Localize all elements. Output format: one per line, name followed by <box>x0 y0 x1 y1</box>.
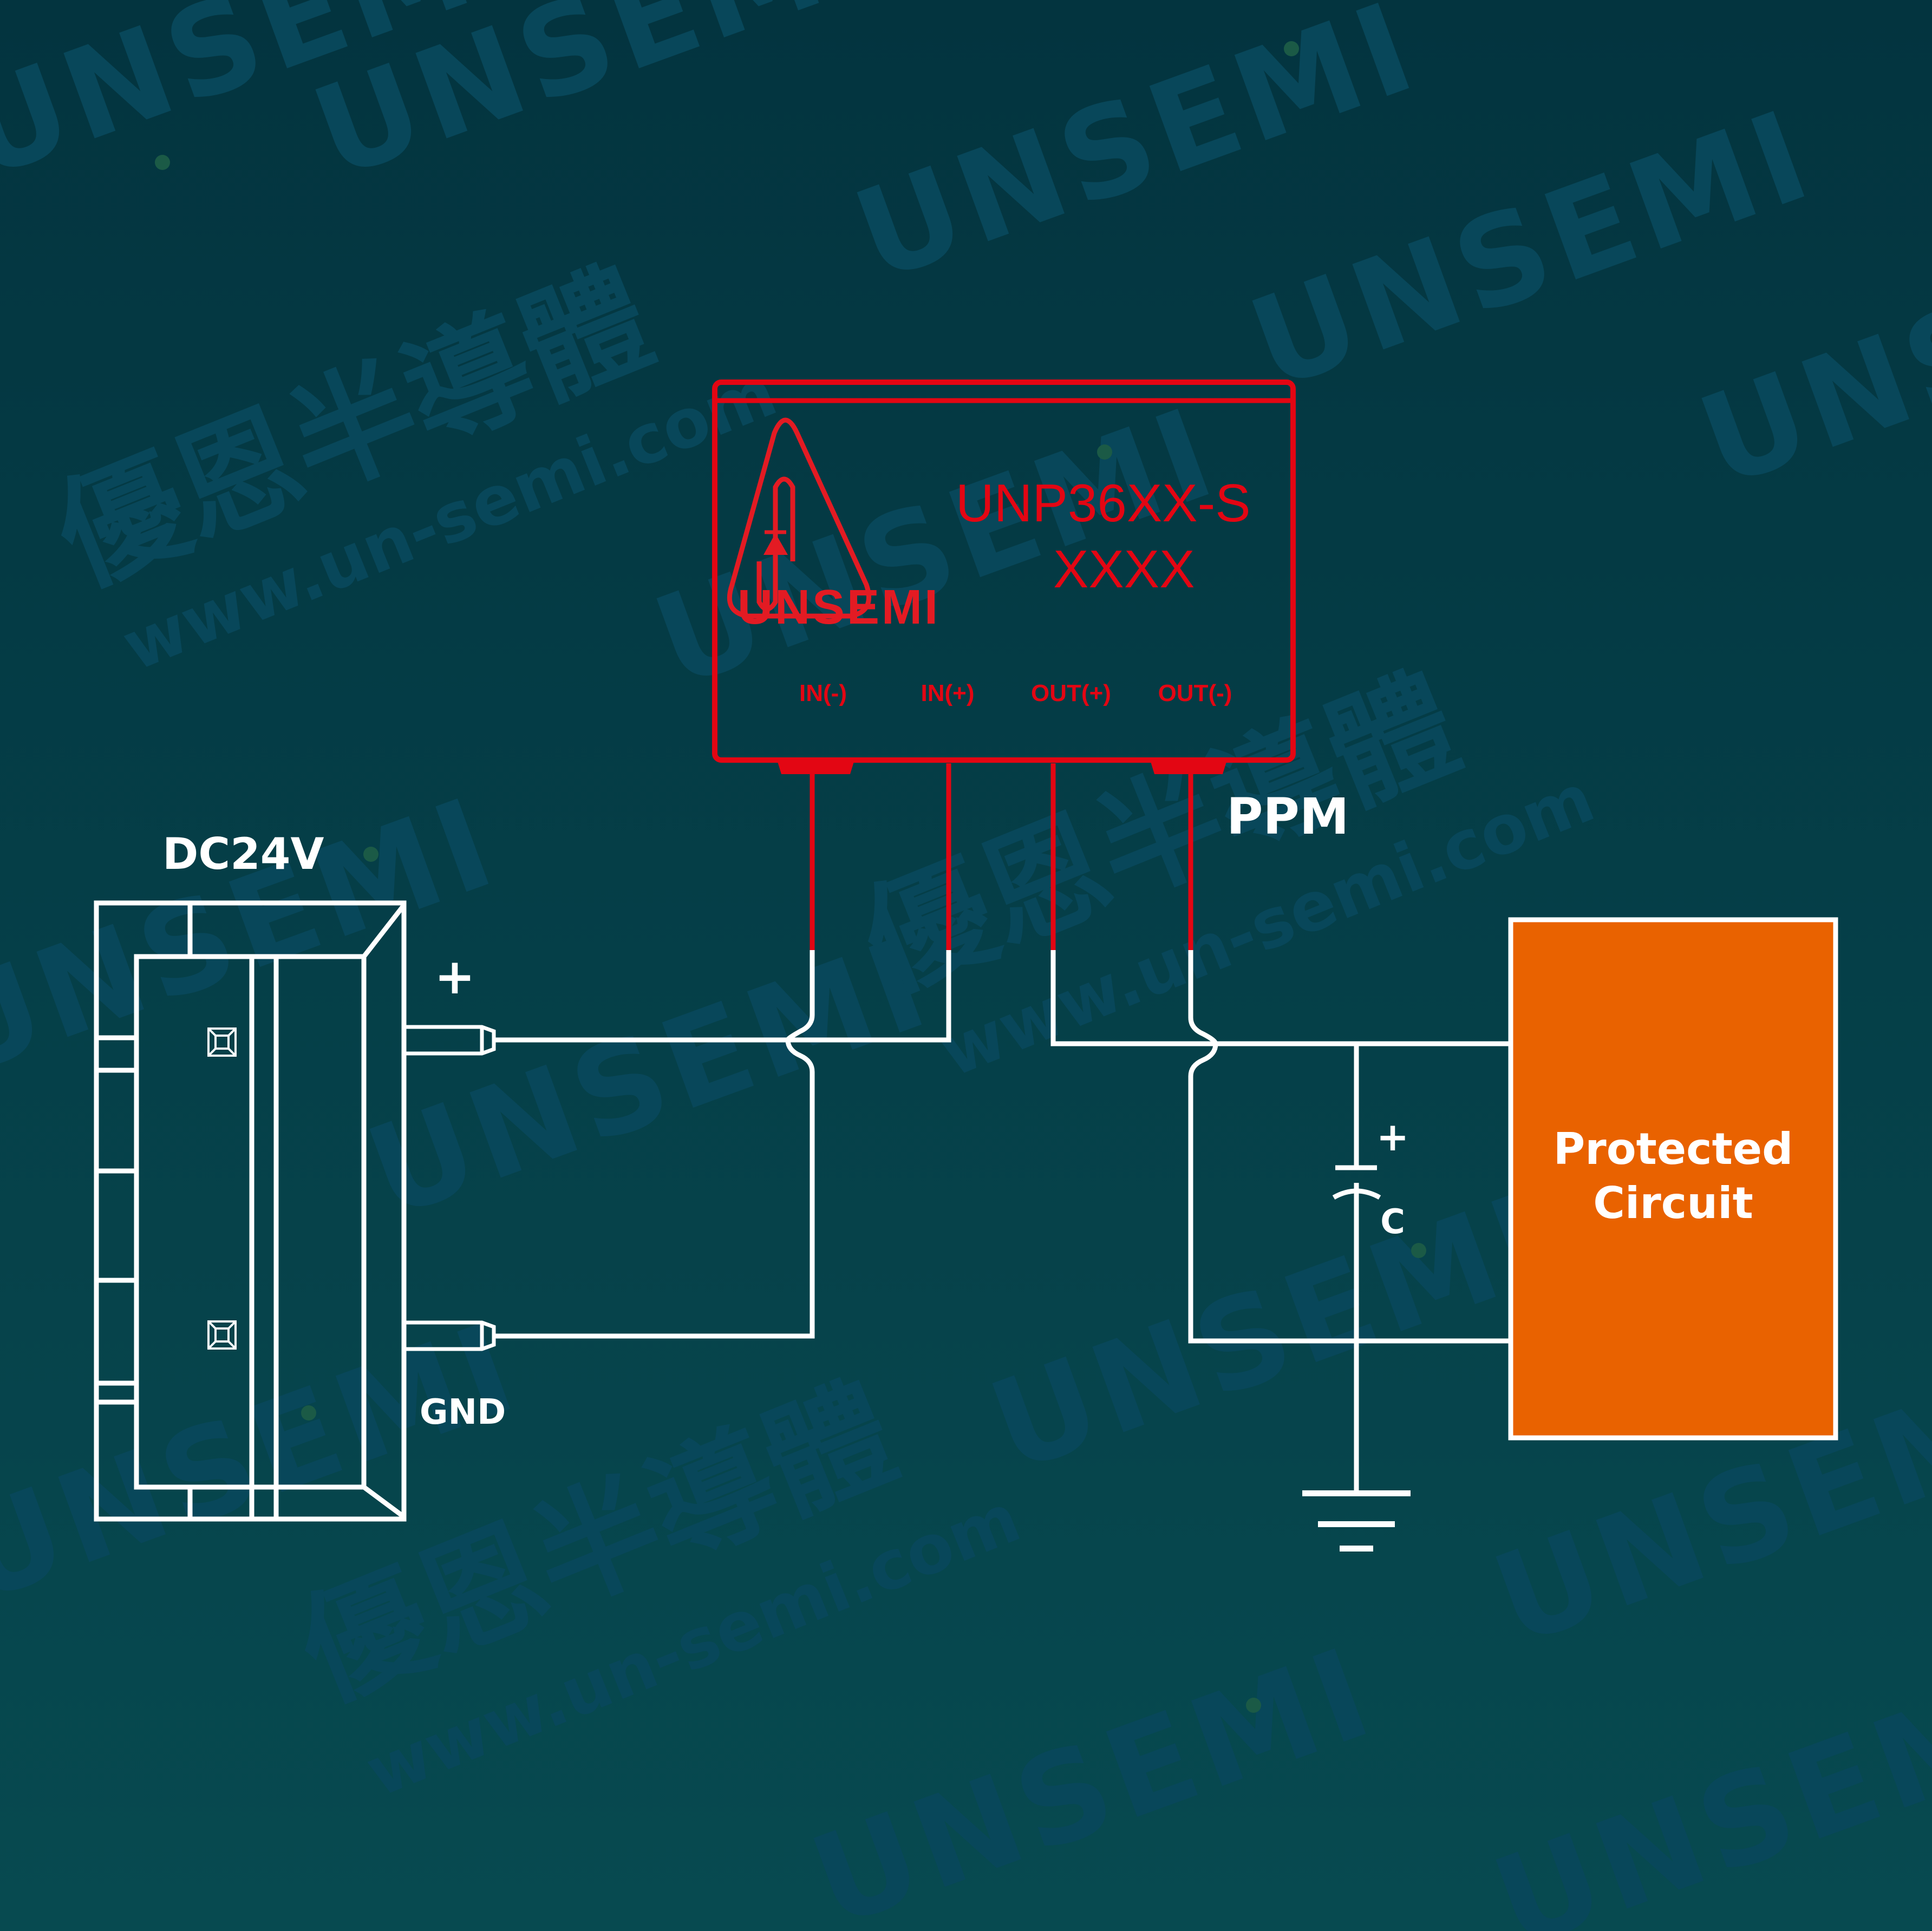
chip-brand: UNSEMI <box>737 580 940 634</box>
ground-label: GND <box>420 1392 506 1432</box>
pin-label-in-plus: IN(+) <box>921 680 975 706</box>
protected-circuit-label-line1: Protected <box>1554 1124 1793 1174</box>
wire-out-minus-to-load <box>1188 950 1512 1344</box>
watermark-dot <box>1097 444 1112 460</box>
watermark-brand: UNSEMI <box>973 1166 1570 1501</box>
watermark-dot <box>1411 1243 1426 1258</box>
protected-circuit-label-line2: Circuit <box>1593 1178 1753 1228</box>
pin-label-out-plus: OUT(+) <box>1031 680 1111 706</box>
wires <box>494 950 1512 1492</box>
source-voltage-label: DC24V <box>162 829 324 879</box>
wire-positive-to-in-plus <box>494 950 951 1043</box>
watermark-brand: UNSEMI <box>794 1620 1392 1931</box>
watermark-dot <box>1246 1698 1261 1713</box>
chip-type-label: PPM <box>1226 788 1349 846</box>
ground-icon <box>1302 1490 1411 1552</box>
capacitor-polarity: + <box>1376 1114 1409 1160</box>
wire-out-plus-to-load <box>1050 950 1512 1046</box>
wire-in-minus-to-gnd <box>494 950 815 1339</box>
watermark-brand: UNSEMI <box>1477 1642 1932 1931</box>
protection-chip: UNSEMI UNP36XX-S XXXX IN(-) IN(+) OUT(+)… <box>712 379 1296 774</box>
dc-power-source <box>94 900 496 1522</box>
protected-circuit-block: Protected Circuit <box>1508 917 1838 1441</box>
pin-label-out-minus: OUT(-) <box>1158 680 1232 706</box>
watermark-dot <box>155 155 170 170</box>
pin-label-in-minus: IN(-) <box>799 680 847 706</box>
unsemi-logo-icon <box>727 417 871 619</box>
mount-hole-icon <box>207 1320 237 1350</box>
watermark-dot <box>363 847 378 862</box>
positive-symbol: + <box>434 948 475 1005</box>
mount-hole-icon <box>207 1027 237 1057</box>
chip-code: XXXX <box>1053 539 1195 599</box>
watermark-dot <box>301 1405 316 1421</box>
chip-pins <box>810 763 1193 950</box>
capacitor-label: C <box>1380 1202 1405 1241</box>
capacitor-plate-negative <box>1332 1188 1381 1200</box>
chip-part-number: UNP36XX-S <box>956 473 1251 533</box>
watermark-dot <box>1284 41 1299 56</box>
